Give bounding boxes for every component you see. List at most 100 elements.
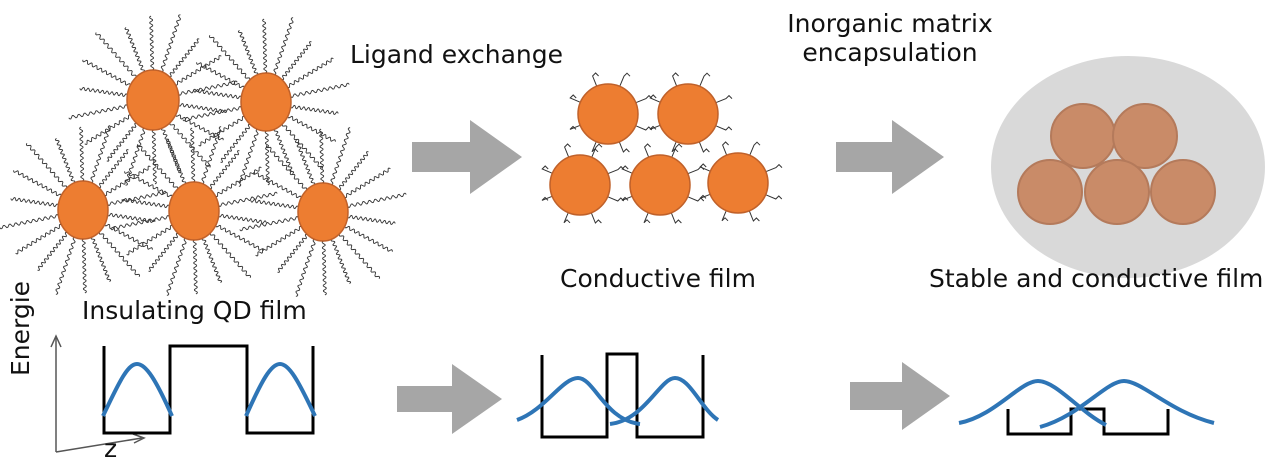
ligand-chain bbox=[79, 87, 128, 97]
film-label-stable-conductive: Stable and conductive film bbox=[929, 264, 1264, 293]
ligand-chain bbox=[592, 72, 599, 87]
ligand-chain bbox=[13, 170, 62, 197]
ligand-chain bbox=[277, 233, 308, 273]
ligand-chain bbox=[136, 144, 179, 190]
ligand-chain bbox=[273, 128, 295, 174]
ligand-chain bbox=[237, 30, 259, 76]
ligand-chain bbox=[149, 15, 155, 71]
ligand-chain bbox=[98, 149, 129, 189]
ligand-chain bbox=[25, 143, 68, 189]
ligand-chain bbox=[265, 145, 308, 191]
ligand-chain bbox=[178, 103, 227, 113]
ligand-chain bbox=[687, 196, 705, 202]
ligand-chain bbox=[321, 240, 327, 296]
ligand-chain bbox=[290, 104, 339, 115]
potential-well-diagram-2 bbox=[516, 352, 720, 439]
ligand-chain bbox=[619, 72, 631, 87]
ligand-chain bbox=[15, 223, 62, 255]
quantum-dot bbox=[1050, 103, 1116, 169]
ligand-chain bbox=[607, 165, 625, 175]
ligand-chain bbox=[121, 198, 170, 209]
ligand-chain bbox=[541, 165, 553, 174]
ligand-chain bbox=[649, 94, 661, 103]
ligand-chain bbox=[209, 232, 252, 278]
ligand-chain bbox=[765, 163, 783, 173]
ligand-chain bbox=[569, 94, 581, 103]
ligand-chain bbox=[590, 212, 602, 224]
ligand-chain bbox=[569, 124, 581, 130]
step-label-line: encapsulation bbox=[802, 37, 978, 67]
ligand-chain bbox=[190, 127, 196, 183]
ligand-chain bbox=[253, 172, 302, 199]
ligand-chain bbox=[722, 141, 729, 156]
ligand-chain bbox=[10, 197, 59, 208]
quantum-dot bbox=[57, 180, 109, 240]
quantum-dot bbox=[1150, 159, 1216, 225]
ligand-chain bbox=[215, 166, 262, 198]
ligand-chain bbox=[563, 212, 571, 224]
step-label-ligand-exchange: Ligand exchange bbox=[350, 40, 564, 69]
ligand-chain bbox=[169, 38, 200, 78]
ligand-chain bbox=[671, 141, 679, 153]
ligand-chain bbox=[182, 106, 242, 122]
ligand-chain bbox=[281, 123, 324, 169]
ligand-chain bbox=[104, 223, 153, 250]
quantum-dot bbox=[707, 152, 769, 214]
ligand-chain bbox=[721, 210, 729, 222]
ligand-chain bbox=[124, 127, 146, 186]
ligand-chain bbox=[68, 104, 128, 120]
process-arrow-3 bbox=[397, 364, 502, 434]
ligand-chain bbox=[0, 214, 59, 230]
ligand-chain bbox=[169, 122, 211, 168]
wavefunction bbox=[1039, 378, 1215, 429]
ligand-layer bbox=[541, 72, 783, 224]
ligand-chain bbox=[295, 239, 316, 297]
potential-profile bbox=[102, 344, 315, 435]
ligand-chain bbox=[239, 216, 299, 232]
step-label-line: Inorganic matrix bbox=[787, 9, 993, 38]
ligand-chain bbox=[748, 210, 760, 222]
ligand-chain bbox=[124, 171, 173, 198]
film-label-insulating: Insulating QD film bbox=[82, 296, 307, 325]
ligand-chain bbox=[90, 236, 112, 282]
ligand-chain bbox=[281, 41, 312, 81]
ligand-chain bbox=[541, 195, 553, 201]
quantum-dot bbox=[577, 83, 639, 145]
ligand-chain bbox=[255, 225, 302, 257]
ligand-chain bbox=[107, 190, 167, 206]
ligand-chain bbox=[106, 122, 137, 162]
ligand-chain bbox=[90, 125, 111, 183]
process-arrow-4 bbox=[850, 362, 950, 430]
energy-axes bbox=[50, 334, 146, 453]
quantum-dot bbox=[297, 182, 349, 242]
quantum-dot bbox=[1017, 159, 1083, 225]
ligand-chain bbox=[591, 141, 599, 153]
ligand-chain bbox=[54, 138, 76, 184]
quantum-dot bbox=[1084, 159, 1150, 225]
ligand-chain bbox=[175, 114, 224, 141]
ligand-chain bbox=[81, 238, 87, 294]
ligand-chain bbox=[148, 232, 179, 272]
wavefunction bbox=[244, 361, 317, 417]
ligand-chain bbox=[151, 129, 157, 185]
ligand-chain bbox=[165, 139, 187, 185]
ligand-chain bbox=[699, 193, 711, 199]
quantum-dot bbox=[126, 69, 180, 131]
ligand-chain bbox=[110, 215, 170, 231]
quantum-dot bbox=[657, 83, 719, 145]
wavefunction bbox=[958, 378, 1107, 427]
ligand-chain bbox=[104, 165, 151, 197]
ligand-chain bbox=[209, 150, 240, 190]
ligand-chain bbox=[79, 126, 85, 182]
ligand-chain bbox=[330, 238, 352, 284]
ligand-layer bbox=[0, 14, 407, 297]
encapsulated-film-illustration bbox=[991, 56, 1265, 278]
ligand-chain bbox=[347, 192, 407, 208]
ligand-chain bbox=[107, 212, 156, 223]
wavefunction bbox=[609, 375, 720, 426]
quantum-dot bbox=[240, 72, 292, 132]
ligand-chain bbox=[699, 72, 711, 87]
wavefunction bbox=[101, 361, 174, 417]
